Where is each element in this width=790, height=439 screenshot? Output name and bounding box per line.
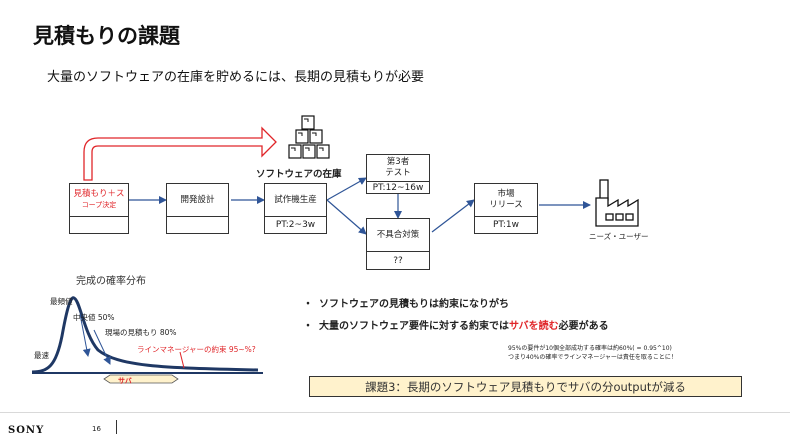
estimate-line1: 見積もり＋ス — [73, 189, 125, 199]
arrow-prototype-test — [326, 177, 367, 201]
stock-label: ソフトウェアの在庫 — [256, 169, 342, 180]
bullet-1: ・ソフトウェアの見積もりは約束になりがち — [303, 299, 509, 310]
sony-logo: SONY — [8, 425, 45, 436]
box-prototype: 試作機生産 PT:2~3w — [264, 183, 327, 234]
issue-box: 課題3：長期のソフトウェア見積もりでサバの分outputが減る — [309, 376, 742, 397]
median-label: 中央値 50% — [73, 313, 115, 322]
arrow-prototype-defect — [326, 199, 367, 235]
customer-label: ニーズ・ユーザー — [589, 232, 649, 241]
box-third-party-test: 第3者テスト PT:12~16w — [366, 154, 430, 194]
bullet-list: ・ソフトウェアの見積もりは約束になりがち ・ 大量のソフトウェア要件に対する約束… — [303, 294, 609, 338]
arrow-defect-market — [431, 199, 475, 233]
box-design: 開発設計 — [166, 183, 229, 234]
estimate-line2: コープ決定 — [81, 201, 117, 209]
factory-icon — [595, 179, 639, 227]
defect-label: 不具合対策 — [367, 219, 429, 252]
saba-label: サバ — [118, 377, 132, 385]
page-title: 見積もりの課題 — [33, 24, 180, 48]
big-red-arrow — [83, 126, 277, 181]
design-label: 開発設計 — [167, 184, 228, 217]
box-defect: 不具合対策 ?? — [366, 218, 430, 270]
test-pt: PT:12~16w — [372, 182, 424, 193]
mode-label: 最頻値 — [50, 297, 73, 306]
stock-boxes-icon — [288, 115, 330, 159]
prototype-pt: PT:2~3w — [275, 220, 316, 230]
page-separator — [116, 420, 117, 434]
test-line1: 第3者 — [386, 157, 410, 167]
market-pt: PT:1w — [492, 220, 520, 230]
line-manager-label: ラインマネージャーの約束 95~%? — [137, 345, 256, 354]
defect-pt: ?? — [393, 255, 403, 266]
probability-note: 95%の要件が10個全部成功する確率は約60%( = 0.95^10) つまり4… — [508, 345, 677, 361]
page-subtitle: 大量のソフトウェアの在庫を貯めるには、長期の見積もりが必要 — [47, 70, 425, 85]
footer-divider — [0, 412, 790, 413]
median-marker — [79, 313, 91, 357]
earliest-label: 最速 — [34, 351, 49, 360]
line-manager-marker — [179, 351, 185, 369]
probability-curve — [31, 296, 263, 384]
market-line1: 市場 — [497, 189, 515, 199]
test-line2: テスト — [385, 168, 411, 178]
saba-highlight: サバを読む — [509, 321, 559, 332]
bullet-2: ・ 大量のソフトウェア要件に対する約束ではサバを読む必要がある — [303, 316, 609, 338]
box-estimate: 見積もり＋スコープ決定 — [69, 183, 129, 234]
box-market-release: 市場リリース PT:1w — [474, 183, 538, 234]
field-estimate-marker — [93, 329, 111, 365]
distribution-title: 完成の確率分布 — [76, 276, 146, 287]
market-line2: リリース — [489, 200, 523, 210]
prototype-label: 試作機生産 — [265, 184, 326, 217]
page-number: 16 — [92, 425, 101, 433]
saba-bar — [103, 374, 179, 384]
distribution-curve — [31, 296, 259, 374]
field-estimate-label: 現場の見積もり 80% — [105, 328, 177, 337]
